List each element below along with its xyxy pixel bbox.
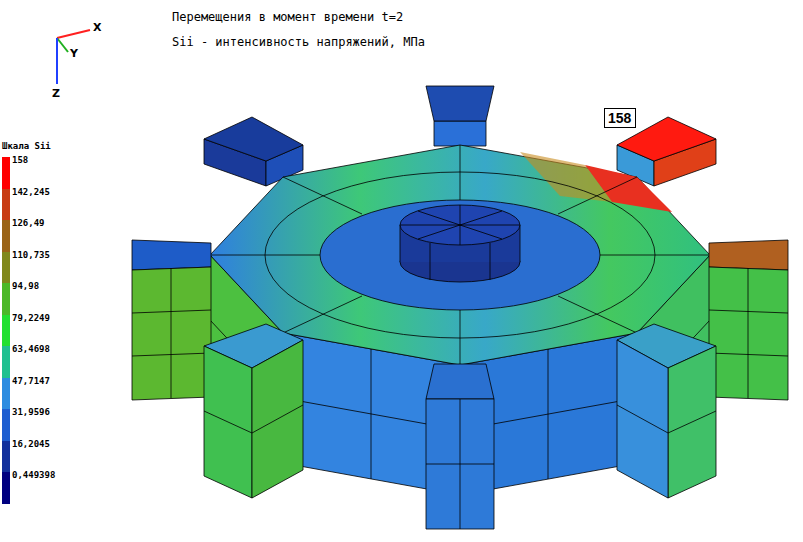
scale-swatch (2, 283, 10, 315)
plot-subtitle: Sii - интенсивность напряжений, МПа (172, 35, 425, 49)
hub (320, 200, 600, 310)
y-axis (57, 38, 68, 52)
scale-value: 31,9596 (12, 407, 50, 417)
callout-box: 158 (604, 108, 636, 128)
scale-swatch (2, 315, 10, 347)
scale-value: 110,735 (12, 250, 50, 260)
scale-swatch (2, 346, 10, 378)
z-axis (56, 38, 58, 84)
axis-label: X (93, 21, 101, 34)
scale-value: 126,49 (12, 218, 45, 228)
scale-title: Шкала Sii (2, 141, 51, 151)
axis-label: Y (70, 47, 78, 60)
scale-swatch (2, 409, 10, 441)
front-teeth (204, 324, 716, 529)
scale-swatch (2, 252, 10, 284)
scale-swatch (2, 220, 10, 252)
scale-swatch (2, 441, 10, 473)
scale-value: 47,7147 (12, 376, 50, 386)
plot-title: Перемещения в момент времени t=2 (172, 10, 403, 24)
x-axis (57, 30, 90, 38)
scale-swatch (2, 189, 10, 221)
scale-value: 79,2249 (12, 313, 50, 323)
scale-swatch (2, 157, 10, 189)
callout-value: 158 (608, 110, 631, 126)
scale-value: 16,2045 (12, 439, 50, 449)
scale-value: 63,4698 (12, 344, 50, 354)
scale-value: 0,449398 (12, 470, 55, 480)
scale-swatch (2, 378, 10, 410)
axis-label: Z (52, 87, 60, 100)
scale-swatch (2, 472, 10, 504)
scale-value: 142,245 (12, 187, 50, 197)
scale-value: 158 (12, 155, 28, 165)
scale-value: 94,98 (12, 281, 39, 291)
